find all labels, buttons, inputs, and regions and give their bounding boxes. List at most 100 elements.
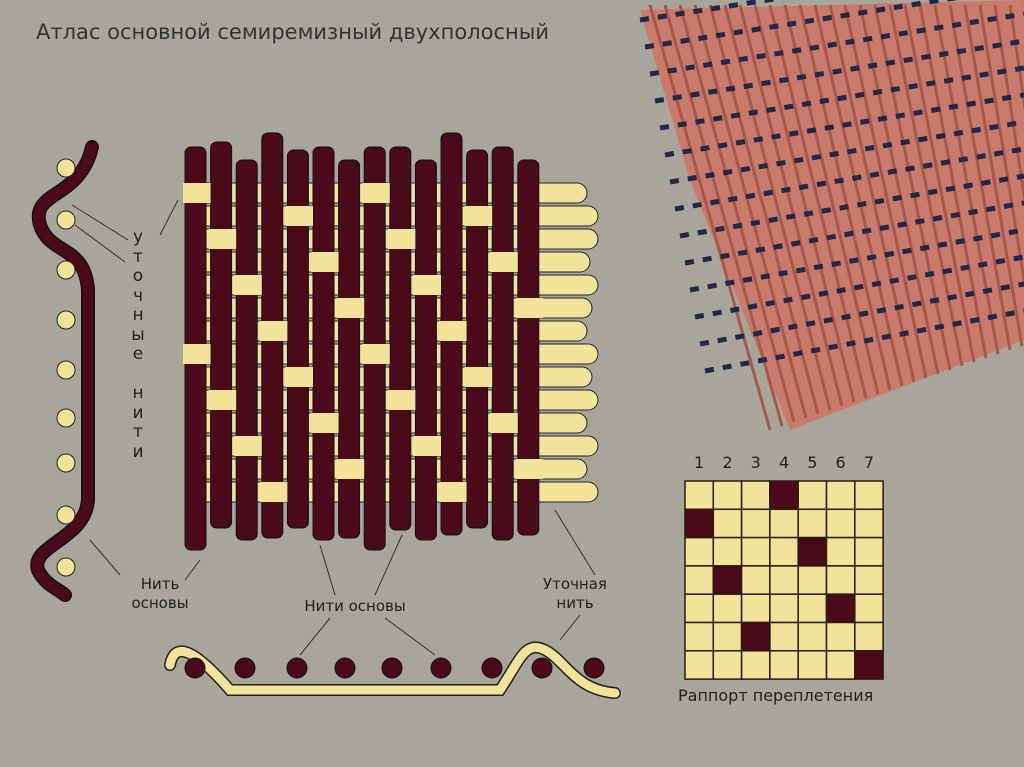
grid-cell (684, 480, 715, 511)
grid-cell (854, 508, 884, 539)
weft-dot (56, 310, 76, 330)
grid-column-number: 1 (694, 453, 704, 472)
leader-line (384, 617, 436, 656)
grid-cell (769, 508, 799, 539)
grid-cell (740, 508, 771, 539)
grid-cell (825, 650, 856, 680)
weft-float (464, 367, 493, 387)
grid-cell (712, 593, 743, 624)
warp-thread (338, 159, 361, 539)
diagram-title: Атлас основной семиремизный двухполосный (36, 20, 549, 44)
grid-cell (712, 621, 743, 652)
weft-float (285, 367, 313, 387)
grid-cell (769, 565, 799, 595)
leader-line (184, 559, 201, 581)
grid-cell (825, 508, 856, 539)
warp-thread (235, 159, 258, 541)
warp-yarn (738, 4, 844, 407)
warp-yarn (783, 4, 880, 395)
weft-float (183, 183, 211, 203)
weft-float (362, 344, 390, 364)
warp-dot (184, 657, 206, 679)
warp-yarn (798, 4, 892, 391)
leader-line (74, 224, 126, 263)
weft-yarn (659, 65, 1024, 131)
leader-line (374, 534, 403, 596)
leader-line (319, 544, 336, 596)
warp-yarn (813, 4, 904, 387)
warp-thread (517, 159, 540, 536)
grid-cell (854, 565, 884, 595)
weft-float (387, 390, 416, 410)
weft-float (311, 252, 339, 272)
weft-yarn (679, 173, 1024, 239)
grid-cell (740, 565, 771, 595)
warp-dot (286, 657, 308, 679)
grid-cell (684, 536, 715, 567)
warp-dot (334, 657, 356, 679)
grid-cell-filled (769, 480, 799, 511)
grid-cell-filled (712, 565, 743, 595)
weft-float (285, 206, 313, 226)
grid-cell (684, 565, 715, 595)
grid-cell (684, 593, 715, 624)
grid-cell (797, 621, 828, 652)
grid-cell (740, 536, 771, 567)
warp-thread (389, 146, 412, 531)
weft-float (208, 229, 237, 249)
weft-float (336, 298, 365, 318)
grid-cell (712, 650, 743, 680)
weft-dot (56, 408, 76, 428)
weft-yarn (684, 200, 1024, 266)
warp-cross-section (31, 141, 98, 601)
grid-cell-filled (854, 650, 884, 680)
grid-cell-filled (825, 593, 856, 624)
weft-float (413, 275, 441, 295)
weft-float (183, 344, 211, 364)
grid-cell-filled (797, 536, 828, 567)
weft-dot (56, 360, 76, 380)
weft-float (336, 459, 365, 479)
weft-dot (56, 453, 76, 473)
grid-cell-filled (740, 621, 771, 652)
warp-thread (210, 141, 233, 529)
grid-column-number: 4 (779, 453, 789, 472)
grid-cell (740, 650, 771, 680)
weft-float (490, 252, 518, 272)
grid-column-number: 7 (864, 453, 874, 472)
grid-cell (825, 565, 856, 595)
weft-float (208, 390, 237, 410)
grid-cell (797, 650, 828, 680)
grid-cell (712, 508, 743, 539)
grid-cell (712, 480, 743, 511)
warp-yarn (918, 4, 988, 359)
warp-thread-label: Нить основы (131, 575, 189, 612)
warp-thread (312, 146, 335, 541)
grid-column-number: 6 (836, 453, 846, 472)
grid-cell (854, 593, 884, 624)
weft-float (464, 206, 493, 226)
weft-cross-section (165, 643, 620, 698)
weft-yarn (654, 38, 1024, 104)
warp-yarn (723, 4, 832, 411)
warp-yarn (933, 4, 1000, 355)
warp-yarn (678, 4, 796, 423)
warp-dot (583, 657, 605, 679)
warp-yarn (648, 4, 772, 431)
weft-dot (56, 158, 76, 178)
warp-dot (531, 657, 553, 679)
warp-yarn (753, 4, 856, 403)
warp-yarn (1008, 4, 1024, 112)
grid-cell (769, 650, 799, 680)
warp-dot (381, 657, 403, 679)
warp-yarn (828, 4, 916, 383)
warp-threads-label: Нити основы (304, 597, 406, 615)
weft-yarn (704, 308, 1024, 374)
weft-float (387, 229, 416, 249)
grid-cell (684, 650, 715, 680)
weft-dot (56, 210, 76, 230)
leader-line (554, 509, 596, 576)
grid-cell (740, 480, 771, 511)
warp-yarn (888, 4, 964, 367)
